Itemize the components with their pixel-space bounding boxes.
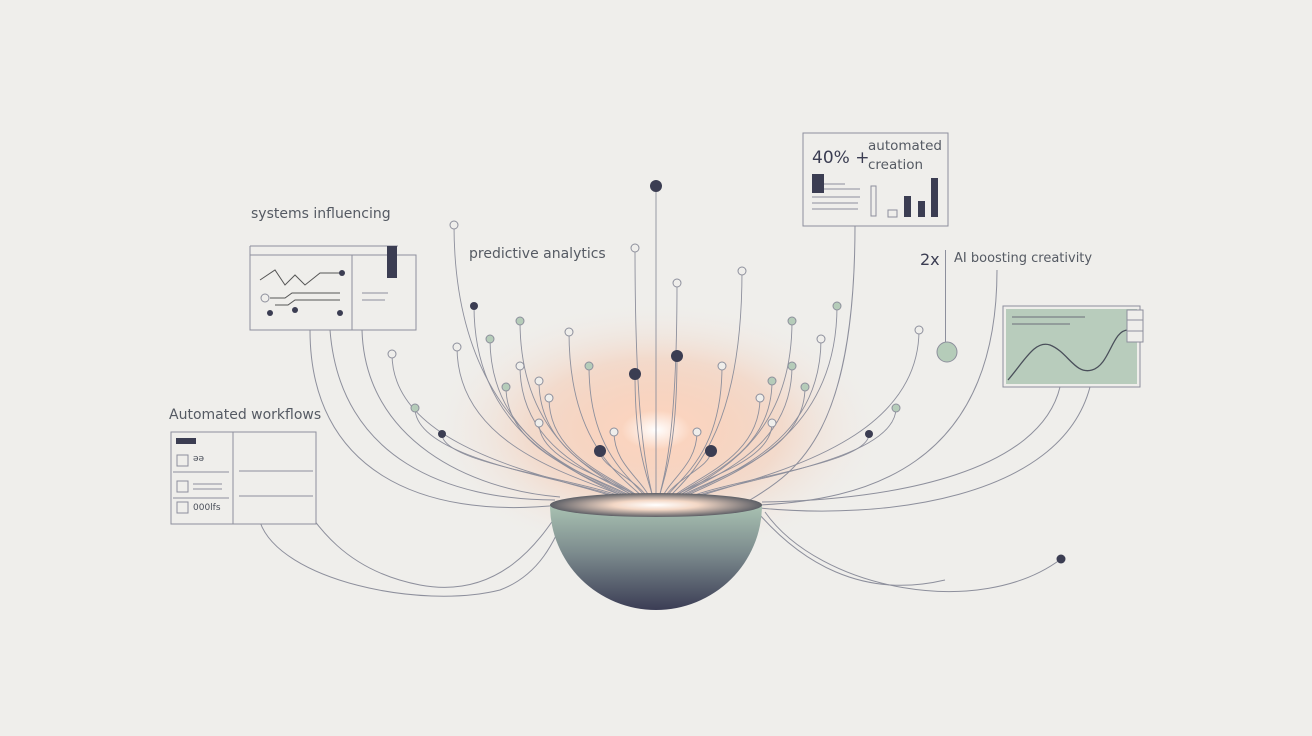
box-connection-curves (239, 224, 1091, 597)
connection-curve (672, 365, 793, 501)
connection-curve (663, 365, 723, 501)
hollow-node (630, 243, 640, 253)
label-automated-creation: automated creation (868, 138, 942, 173)
connection-curve (658, 282, 678, 501)
dark-node (671, 350, 683, 362)
connection-curve (673, 386, 806, 501)
hollow-node (767, 418, 777, 428)
dark-node (594, 445, 606, 457)
connection-curves (391, 186, 920, 501)
connection-curve (665, 270, 743, 501)
bowl-rim (550, 493, 762, 517)
green-node (787, 361, 797, 371)
hollow-node (914, 325, 924, 335)
connection-curve (489, 338, 637, 501)
automated-workflows-box (170, 431, 317, 525)
connection-curve (391, 353, 625, 501)
connection-curve (668, 397, 761, 501)
connection-curve (473, 305, 635, 501)
hollow-node (564, 327, 574, 337)
green-node (891, 403, 901, 413)
green-node (485, 334, 495, 344)
connection-curve (456, 346, 633, 501)
hollow-node (544, 393, 554, 403)
green-node (800, 382, 810, 392)
nodes (387, 180, 1066, 564)
connection-curve (677, 305, 838, 501)
hollow-node (737, 266, 747, 276)
connection-curve (687, 329, 920, 501)
green-node (410, 403, 420, 413)
hollow-node (452, 342, 462, 352)
green-node (515, 316, 525, 326)
hollow-node (387, 349, 397, 359)
large-green-node (936, 341, 958, 363)
connection-curve (634, 247, 654, 501)
hollow-node (449, 220, 459, 230)
green-node (501, 382, 511, 392)
hollow-node (534, 418, 544, 428)
hollow-node (717, 361, 727, 371)
workflow-row-text: 000lfs (193, 503, 221, 513)
green-node (787, 316, 797, 326)
systems-influencing-box (249, 245, 417, 331)
green-node (832, 301, 842, 311)
hollow-node (816, 334, 826, 344)
green-node (767, 376, 777, 386)
stat-40-percent: 40% + (812, 148, 870, 168)
dark-node (705, 445, 717, 457)
hollow-node (755, 393, 765, 403)
hollow-node (672, 278, 682, 288)
hollow-node (534, 376, 544, 386)
label-automated-workflows: Automated workflows (169, 407, 322, 423)
dark-node (865, 430, 873, 438)
label-predictive-analytics: predictive analytics (469, 246, 606, 262)
dark-node (1056, 554, 1066, 564)
hollow-node (609, 427, 619, 437)
dark-node (438, 430, 446, 438)
automated-creation-box (802, 132, 949, 227)
connection-curve (588, 365, 649, 501)
connection-curve (548, 397, 644, 501)
green-node (584, 361, 594, 371)
connection-curve (538, 422, 643, 501)
connection-curve (505, 386, 639, 501)
connection-curve (684, 407, 897, 501)
label-systems-influencing: systems influencing (251, 206, 391, 222)
workflow-row-text: əə (193, 454, 205, 464)
label-ai-boosting-creativity: AI boosting creativity (954, 251, 1093, 266)
dark-node (470, 302, 478, 310)
hollow-node (515, 361, 525, 371)
connection-curve (669, 380, 773, 501)
divider (945, 250, 946, 342)
wave-chart-box (1002, 305, 1144, 388)
dark-node (650, 180, 662, 192)
hollow-node (692, 427, 702, 437)
dark-node (629, 368, 641, 380)
connection-curve (675, 338, 822, 501)
bowl (550, 505, 762, 610)
connection-curve (414, 407, 628, 501)
stat-2x: 2x (920, 250, 940, 269)
